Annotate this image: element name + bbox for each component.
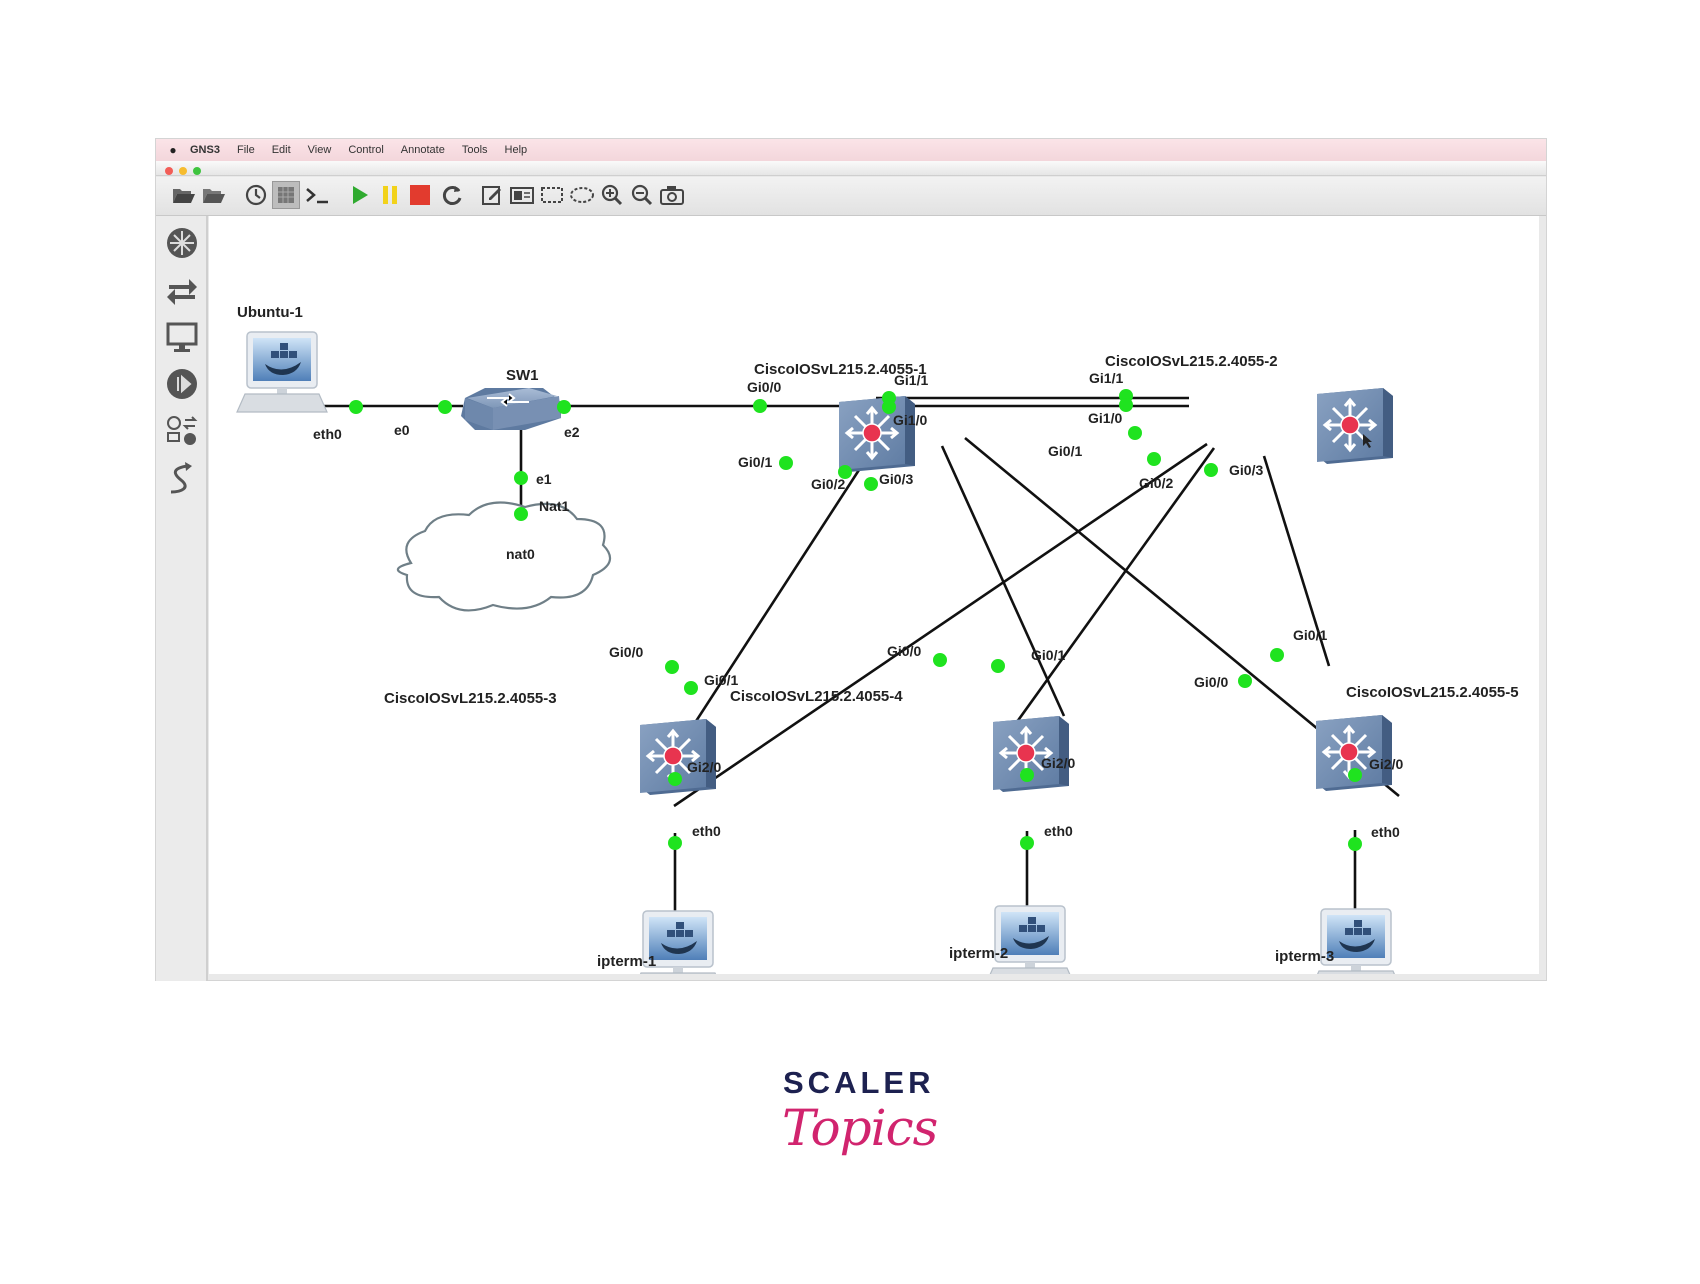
menu-bar: ● GNS3 File Edit View Control Annotate T…	[156, 139, 1546, 161]
port-label: Gi2/0	[687, 759, 721, 775]
port-label: Gi0/1	[704, 672, 738, 688]
port-labels: eth0 e0 e1 e2 Gi0/0 Gi1/1 Gi1/0 Gi0/1 Gi…	[313, 370, 1403, 840]
clock-icon[interactable]	[242, 181, 270, 209]
port-label: Gi0/0	[887, 643, 921, 659]
open-folder-icon[interactable]	[170, 181, 198, 209]
play-icon[interactable]	[346, 181, 374, 209]
port-label: Gi2/0	[1041, 755, 1075, 771]
router-icon[interactable]	[165, 226, 199, 260]
grid-icon[interactable]	[272, 181, 300, 209]
rectangle-icon[interactable]	[538, 181, 566, 209]
port-label: Gi0/3	[1229, 462, 1263, 478]
port-label: e1	[536, 471, 552, 487]
add-link-icon[interactable]	[165, 461, 199, 495]
pause-icon[interactable]	[376, 181, 404, 209]
node-label-pc3: ipterm-3	[1275, 948, 1334, 965]
apple-icon[interactable]: ●	[169, 143, 177, 157]
node-label-r1: CiscoIOSvL215.2.4055-1	[754, 361, 927, 378]
node-router-1[interactable]: CiscoIOSvL215.2.4055-1	[754, 361, 927, 474]
node-label-pc1: ipterm-1	[597, 953, 656, 970]
zoom-out-icon[interactable]	[628, 181, 656, 209]
node-label-r2: CiscoIOSvL215.2.4055-2	[1105, 353, 1278, 370]
port-label: Gi0/2	[811, 476, 845, 492]
port-status-dots	[349, 389, 1362, 851]
brand-bottom-text: Topics	[782, 1099, 938, 1157]
window-controls	[165, 167, 201, 175]
all-devices-icon[interactable]	[165, 414, 199, 448]
node-label-nat1: Nat1	[539, 498, 570, 514]
port-label: Gi0/0	[609, 644, 643, 660]
scaler-topics-logo: SCALER Topics	[760, 1065, 940, 1195]
node-nat-cloud[interactable]: nat0 Nat1	[396, 498, 612, 612]
ellipse-icon[interactable]	[568, 181, 596, 209]
link-lines	[324, 396, 1400, 976]
menu-edit[interactable]: Edit	[271, 144, 291, 156]
port-label: Gi0/1	[1293, 627, 1327, 643]
security-device-icon[interactable]	[165, 367, 199, 401]
camera-icon[interactable]	[658, 181, 686, 209]
menu-app-name[interactable]: GNS3	[190, 144, 220, 156]
port-label: Gi2/0	[1369, 756, 1403, 772]
port-label: Gi0/0	[747, 379, 781, 395]
open-folder-icon[interactable]	[200, 181, 228, 209]
port-label: eth0	[1044, 823, 1073, 839]
node-label-pc2: ipterm-2	[949, 945, 1008, 962]
port-label: eth0	[313, 426, 342, 442]
port-label: Gi0/1	[1048, 443, 1082, 459]
brand-top-text: SCALER	[783, 1065, 935, 1100]
node-label-r3: CiscoIOSvL215.2.4055-3	[384, 690, 557, 707]
port-label: eth0	[692, 823, 721, 839]
toolbar	[156, 177, 1546, 216]
image-icon[interactable]	[508, 181, 536, 209]
node-ubuntu-1[interactable]: Ubuntu-1	[236, 304, 328, 413]
node-ipterm-2[interactable]: ipterm-2	[949, 905, 1076, 987]
port-label: Gi0/3	[879, 471, 913, 487]
switch-icon[interactable]	[165, 273, 199, 307]
node-router-2[interactable]: CiscoIOSvL215.2.4055-2	[1105, 353, 1395, 466]
port-label: Gi1/1	[894, 372, 928, 388]
node-router-4[interactable]: CiscoIOSvL215.2.4055-4	[730, 688, 1071, 794]
zoom-in-icon[interactable]	[598, 181, 626, 209]
port-label: Gi0/2	[1139, 475, 1173, 491]
port-label: Gi0/0	[1194, 674, 1228, 690]
menu-control[interactable]: Control	[348, 144, 384, 156]
node-label-r4: CiscoIOSvL215.2.4055-4	[730, 688, 903, 705]
node-label-ubuntu: Ubuntu-1	[237, 304, 303, 321]
port-label: Gi0/1	[1031, 647, 1065, 663]
node-router-3[interactable]: CiscoIOSvL215.2.4055-3	[384, 690, 718, 797]
node-label-sw1: SW1	[506, 367, 539, 384]
console-icon[interactable]	[304, 181, 332, 209]
menu-tools[interactable]: Tools	[461, 144, 488, 156]
port-label: eth0	[1371, 824, 1400, 840]
zoom-window-icon[interactable]	[193, 167, 201, 175]
port-label: Gi0/1	[738, 454, 772, 470]
menu-view[interactable]: View	[307, 144, 332, 156]
gns3-window: ● GNS3 File Edit View Control Annotate T…	[155, 138, 1547, 992]
node-sw1[interactable]: SW1	[461, 367, 561, 430]
stop-icon[interactable]	[406, 181, 434, 209]
port-label: Gi1/0	[893, 412, 927, 428]
topology-canvas[interactable]: Ubuntu-1 SW1 nat0 Nat1	[209, 216, 1539, 992]
node-ipterm-1[interactable]: ipterm-1	[597, 910, 724, 992]
close-window-icon[interactable]	[165, 167, 173, 175]
node-label-r5: CiscoIOSvL215.2.4055-5	[1346, 684, 1519, 701]
mouse-pointer-icon	[1363, 434, 1372, 448]
device-sidebar	[156, 216, 208, 981]
menu-file[interactable]: File	[236, 144, 255, 156]
menu-annotate[interactable]: Annotate	[400, 144, 445, 156]
reload-icon[interactable]	[438, 181, 466, 209]
port-label: e2	[564, 424, 580, 440]
edit-note-icon[interactable]	[478, 181, 506, 209]
title-bar	[156, 161, 1546, 176]
port-label: Gi1/1	[1089, 370, 1123, 386]
port-label: e0	[394, 422, 410, 438]
node-ipterm-3[interactable]: ipterm-3	[1275, 908, 1402, 990]
minimize-window-icon[interactable]	[179, 167, 187, 175]
node-label-nat0: nat0	[506, 546, 535, 562]
port-label: Gi1/0	[1088, 410, 1122, 426]
end-device-icon[interactable]	[165, 320, 199, 354]
menu-help[interactable]: Help	[504, 144, 528, 156]
node-router-5[interactable]: CiscoIOSvL215.2.4055-5	[1314, 684, 1519, 793]
